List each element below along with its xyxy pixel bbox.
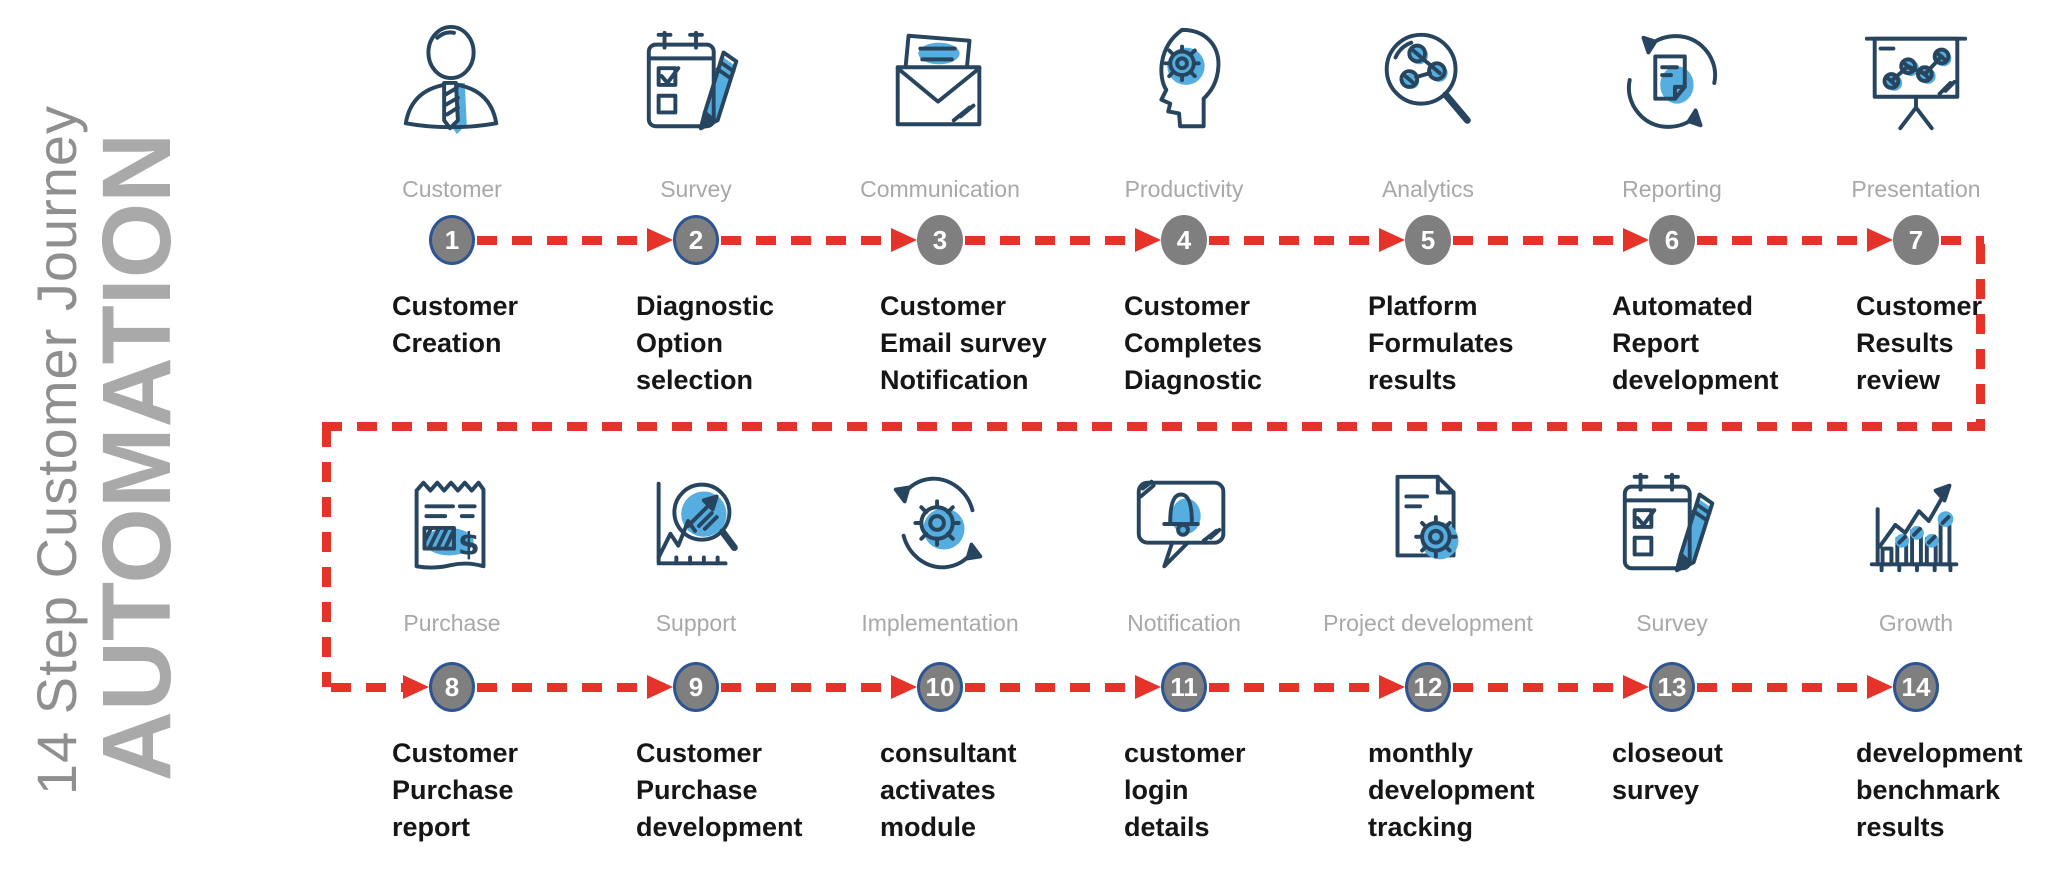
flow-arrowhead <box>1867 228 1893 252</box>
flow-dash-segment <box>1453 236 1623 245</box>
flow-arrowhead <box>647 228 673 252</box>
category-label: Support <box>655 610 737 636</box>
receipt-dollar-icon: $ <box>330 460 574 586</box>
step-description: Platform Formulates results <box>1368 291 1514 395</box>
flow-arrowhead <box>1623 675 1649 699</box>
flow-dash-segment <box>1453 683 1623 692</box>
flow-arrowhead <box>1867 675 1893 699</box>
flow-arrowhead <box>1135 228 1161 252</box>
step-description: Customer Purchase development <box>636 738 803 842</box>
step-number-badge: 2 <box>673 215 719 265</box>
step-description: Customer Results review <box>1856 291 1983 395</box>
step-description: Customer Completes Diagnostic <box>1124 291 1263 395</box>
flow-dash-segment <box>1209 683 1379 692</box>
flow-arrowhead <box>891 675 917 699</box>
step-description: Diagnostic Option selection <box>636 291 775 395</box>
flow-dash-segment <box>1941 236 1984 245</box>
person-icon <box>330 18 574 144</box>
step-number-badge: 6 <box>1649 215 1695 265</box>
step-number-badge: 13 <box>1649 662 1695 712</box>
category-label: Growth <box>1878 610 1954 636</box>
flow-arrowhead <box>403 675 429 699</box>
category-label: Purchase <box>403 610 501 636</box>
document-cycle-icon <box>1550 18 1794 144</box>
flow-dash-segment <box>965 236 1135 245</box>
head-gear-icon <box>1062 18 1306 144</box>
presentation-chart-icon <box>1794 18 2038 144</box>
step-number-badge: 3 <box>917 215 963 265</box>
automation-title: AUTOMATION <box>82 132 191 782</box>
category-label: Communication <box>860 176 1020 202</box>
flow-arrowhead <box>1135 675 1161 699</box>
svg-text:$: $ <box>458 526 480 562</box>
step-number-badge: 1 <box>429 215 475 265</box>
step-description: development benchmark results <box>1856 738 2023 842</box>
flow-elbow-left <box>322 427 331 687</box>
magnifier-molecule-icon <box>1306 18 1550 144</box>
step-number-badge: 9 <box>673 662 719 712</box>
step-number-badge: 7 <box>1893 215 1939 265</box>
step-description: customer login details <box>1124 738 1246 842</box>
step-number-badge: 11 <box>1161 662 1207 712</box>
step-description: closeout survey <box>1612 738 1724 805</box>
flow-dash-segment <box>1697 236 1867 245</box>
flow-dash-segment <box>1209 236 1379 245</box>
flow-dash-segment <box>721 236 891 245</box>
category-label: Notification <box>1127 610 1241 636</box>
category-label: Analytics <box>1381 176 1475 202</box>
category-label: Presentation <box>1851 176 1981 202</box>
chart-magnifier-icon <box>574 460 818 586</box>
flow-dash-segment <box>477 236 647 245</box>
flow-dash-segment <box>965 683 1135 692</box>
step-number-badge: 8 <box>429 662 475 712</box>
flow-dash-segment <box>721 683 891 692</box>
step-description: monthly development tracking <box>1368 738 1535 842</box>
category-label: Project development <box>1323 610 1533 636</box>
checklist-pencil-icon <box>574 18 818 144</box>
flow-return-line <box>322 422 1985 431</box>
flow-arrowhead <box>1379 675 1405 699</box>
step-number-badge: 4 <box>1161 215 1207 265</box>
step-number-badge: 14 <box>1893 662 1939 712</box>
step-description: Customer Creation <box>392 291 519 358</box>
flow-arrowhead <box>891 228 917 252</box>
category-label: Survey <box>1636 610 1708 636</box>
category-label: Survey <box>660 176 732 202</box>
chat-bell-icon <box>1062 460 1306 586</box>
step-description: Automated Report development <box>1612 291 1779 395</box>
category-label: Reporting <box>1622 176 1722 202</box>
flow-dash-segment <box>331 683 403 692</box>
step-number-badge: 10 <box>917 662 963 712</box>
category-label: Productivity <box>1124 176 1244 202</box>
gear-cycle-icon <box>818 460 1062 586</box>
category-label: Implementation <box>861 610 1019 636</box>
step-number-badge: 5 <box>1405 215 1451 265</box>
flow-dash-segment <box>477 683 647 692</box>
category-label: Customer <box>402 176 502 202</box>
step-description: Customer Email survey Notification <box>880 291 1047 395</box>
envelope-icon <box>818 18 1062 144</box>
document-gear-icon <box>1306 460 1550 586</box>
step-number-badge: 12 <box>1405 662 1451 712</box>
flow-dash-segment <box>1697 683 1867 692</box>
flow-elbow-right <box>1976 244 1985 427</box>
flow-arrowhead <box>647 675 673 699</box>
checklist-pencil-icon <box>1550 460 1794 586</box>
growth-chart-icon <box>1794 460 2038 586</box>
step-description: Customer Purchase report <box>392 738 519 842</box>
flow-arrowhead <box>1379 228 1405 252</box>
step-description: consultant activates module <box>880 738 1017 842</box>
flow-arrowhead <box>1623 228 1649 252</box>
